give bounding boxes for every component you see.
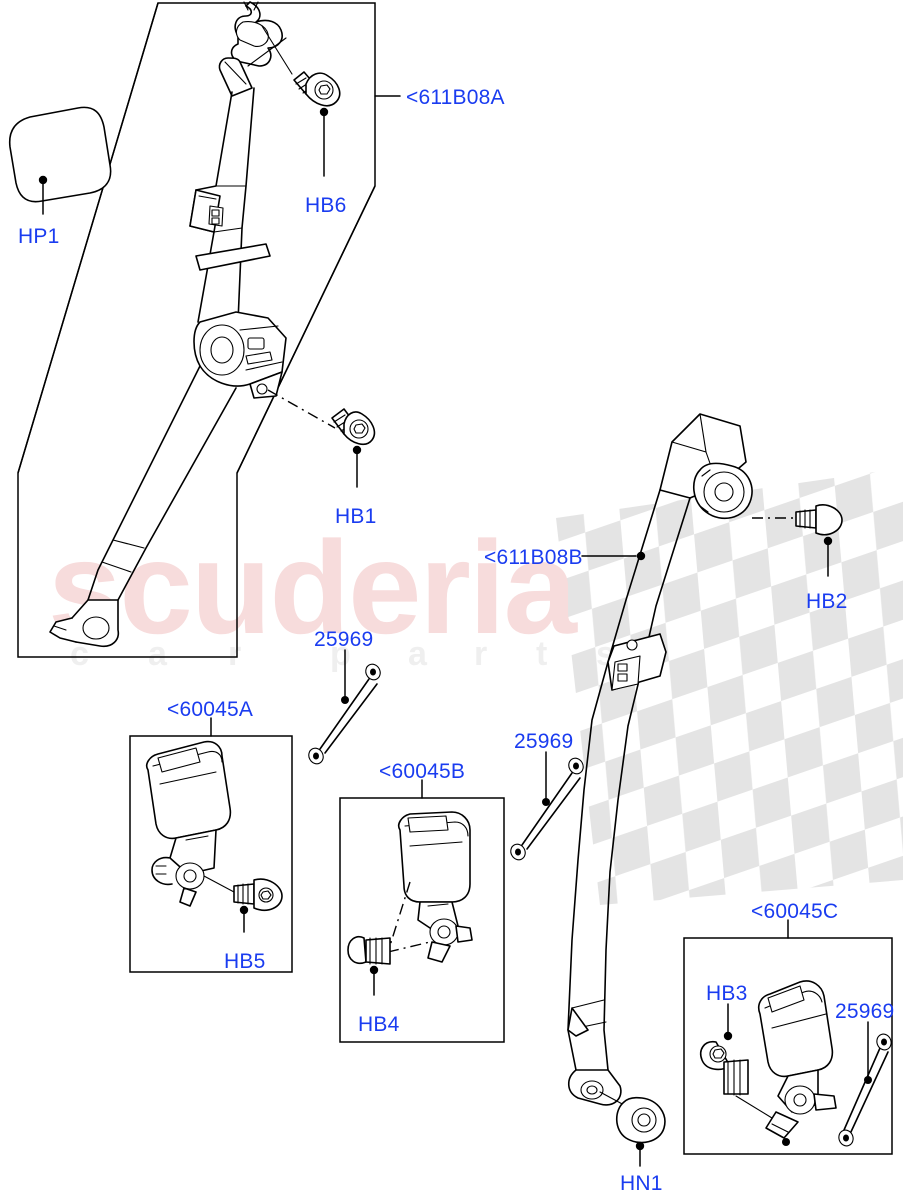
callout-hb2: HB2	[806, 590, 848, 613]
callout-25969-2: 25969	[514, 730, 574, 753]
callout-25969-1: 25969	[314, 628, 374, 651]
callout-60045b: <60045B	[379, 760, 466, 783]
hp1-cover-cap	[8, 106, 112, 215]
callout-611b08a: <611B08A	[406, 86, 505, 109]
callout-hb5: HB5	[224, 950, 266, 973]
callout-hb4: HB4	[358, 1013, 400, 1036]
callout-hp1: HP1	[18, 225, 60, 248]
hb1-bolt	[267, 389, 376, 488]
box-60045b	[339, 779, 505, 1043]
callout-60045a: <60045A	[167, 698, 254, 721]
box-60045c	[683, 919, 893, 1155]
callout-hb6: HB6	[305, 194, 347, 217]
box-60045a	[129, 717, 293, 973]
rear-seatbelt-assembly	[567, 413, 753, 1106]
link-rod-2	[510, 751, 584, 861]
link-rod-1	[308, 649, 381, 765]
callout-hb1: HB1	[335, 505, 377, 528]
hb6-bolt	[293, 71, 341, 177]
hn1-flange-nut	[599, 1091, 666, 1167]
callout-60045c: <60045C	[751, 900, 839, 923]
callout-hb3: HB3	[706, 982, 748, 1005]
callout-25969-3: 25969	[835, 1000, 895, 1023]
callout-611b08b: <611B08B	[484, 546, 583, 569]
callout-hn1: HN1	[620, 1172, 663, 1195]
hb2-bolt	[752, 504, 843, 577]
main-panel-outline	[17, 2, 376, 658]
front-seatbelt-assembly	[49, 1, 293, 648]
